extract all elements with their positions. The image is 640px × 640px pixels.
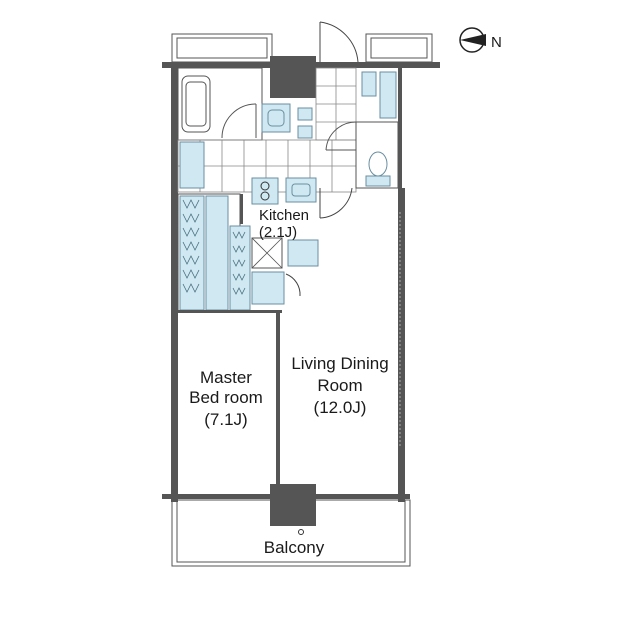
living-dining-size: (12.0J) xyxy=(314,398,367,417)
partitions xyxy=(178,194,282,500)
compass: N xyxy=(459,27,502,53)
pantry-icon xyxy=(251,271,285,305)
balcony-label: Balcony xyxy=(264,538,325,557)
outer-walls xyxy=(171,62,405,502)
living-dining-label-line1: Living Dining xyxy=(291,354,388,373)
bottom-pillar xyxy=(270,484,316,526)
bedroom-closet xyxy=(177,193,251,313)
master-bedroom-label-line1: Master xyxy=(200,368,252,387)
toilet-icon xyxy=(368,151,388,177)
master-bedroom-label-line2: Bed room xyxy=(189,388,263,407)
balcony-drain-icon xyxy=(298,529,304,535)
toilet-sink-icon xyxy=(379,71,397,119)
kitchen-size: (2.1J) xyxy=(259,224,297,241)
small-cabinet-icon xyxy=(297,125,313,139)
toilet-room xyxy=(325,121,399,189)
entrance-door xyxy=(319,21,359,66)
kitchen-sink-icon xyxy=(285,177,317,203)
master-bedroom-size: (7.1J) xyxy=(204,410,247,429)
toilet-tank-icon xyxy=(365,175,391,187)
kitchen-label: Kitchen xyxy=(259,207,309,224)
bathroom xyxy=(177,67,263,141)
bathtub-icon xyxy=(181,75,211,133)
living-door-arc xyxy=(319,187,353,219)
storage-cabinet-icon xyxy=(361,71,377,97)
top-pillar xyxy=(270,56,316,98)
kitchen-counter-icon xyxy=(287,239,319,267)
shoe-cabinet-icon xyxy=(297,107,313,121)
kitchen-area xyxy=(251,177,319,305)
compass-north-label: N xyxy=(491,34,502,51)
washbasin-icon xyxy=(261,103,291,133)
living-dining-label-line2: Room xyxy=(317,376,362,395)
compass-needle-icon xyxy=(460,34,486,46)
balcony-area xyxy=(171,499,411,567)
laundry-panel xyxy=(179,141,205,189)
